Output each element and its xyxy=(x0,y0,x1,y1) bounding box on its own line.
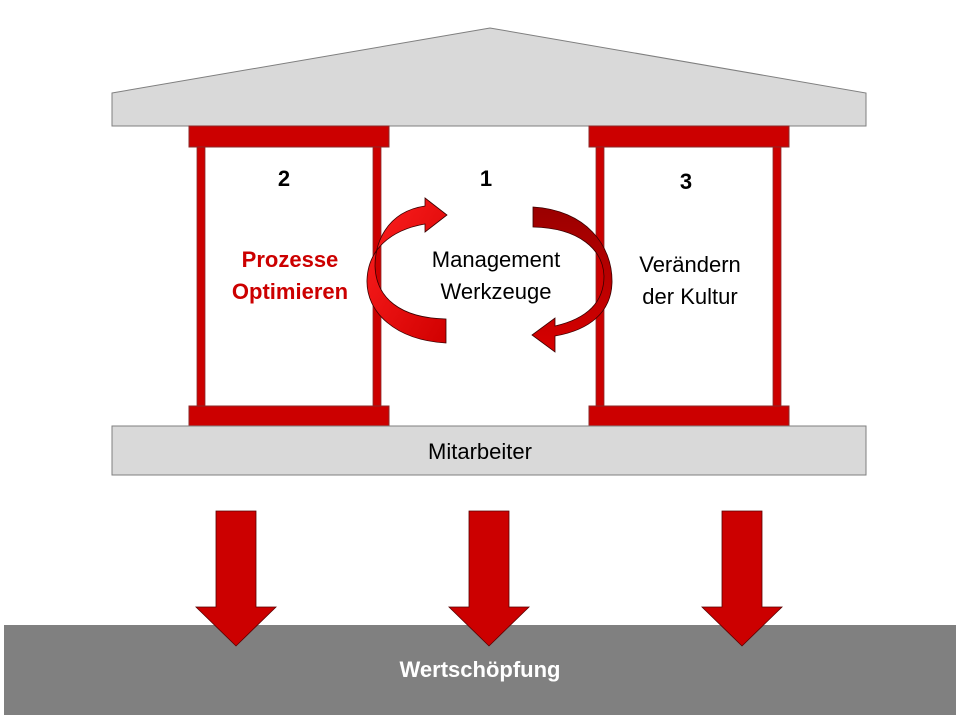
base-label: Wertschöpfung xyxy=(399,657,561,682)
pillar-label-management-werkzeuge: Management Werkzeuge xyxy=(432,244,560,308)
pillar-left-top-cap xyxy=(188,125,390,148)
pillar-label-line1: Verändern xyxy=(639,252,741,277)
pillar-label-veraendern-der-kultur: Verändern der Kultur xyxy=(639,249,741,313)
base-band xyxy=(4,625,956,715)
pillar-left-bottom-cap xyxy=(188,405,390,427)
foundation xyxy=(111,425,867,476)
foundation-label: Mitarbeiter xyxy=(428,439,532,464)
pillar-number-1: 1 xyxy=(479,166,493,191)
pillar-right-top-cap xyxy=(588,125,790,148)
curved-arrow-up-right-icon xyxy=(366,197,448,344)
down-arrow-right xyxy=(701,510,783,647)
pillar-label-line2: der Kultur xyxy=(642,284,738,309)
pillar-label-line1: Management xyxy=(431,247,561,272)
pillar-label-line2: Optimieren xyxy=(231,279,349,304)
pillar-right-post-right xyxy=(772,146,782,407)
pillar-right-post-left xyxy=(595,146,605,407)
pillar-label-line1: Prozesse xyxy=(241,247,339,272)
pillar-label-prozesse-optimieren: Prozesse Optimieren xyxy=(232,244,348,308)
pillar-number-3: 3 xyxy=(679,169,693,194)
pillar-left-post-left xyxy=(196,146,206,407)
pillar-label-line2: Werkzeuge xyxy=(440,279,552,304)
pillar-right-bottom-cap xyxy=(588,405,790,427)
roof xyxy=(111,27,867,127)
curved-arrow-down-left-icon xyxy=(531,206,613,353)
down-arrow-center xyxy=(448,510,530,647)
pillar-right xyxy=(588,125,790,427)
down-arrow-left xyxy=(195,510,277,647)
pillar-number-2: 2 xyxy=(277,166,291,191)
